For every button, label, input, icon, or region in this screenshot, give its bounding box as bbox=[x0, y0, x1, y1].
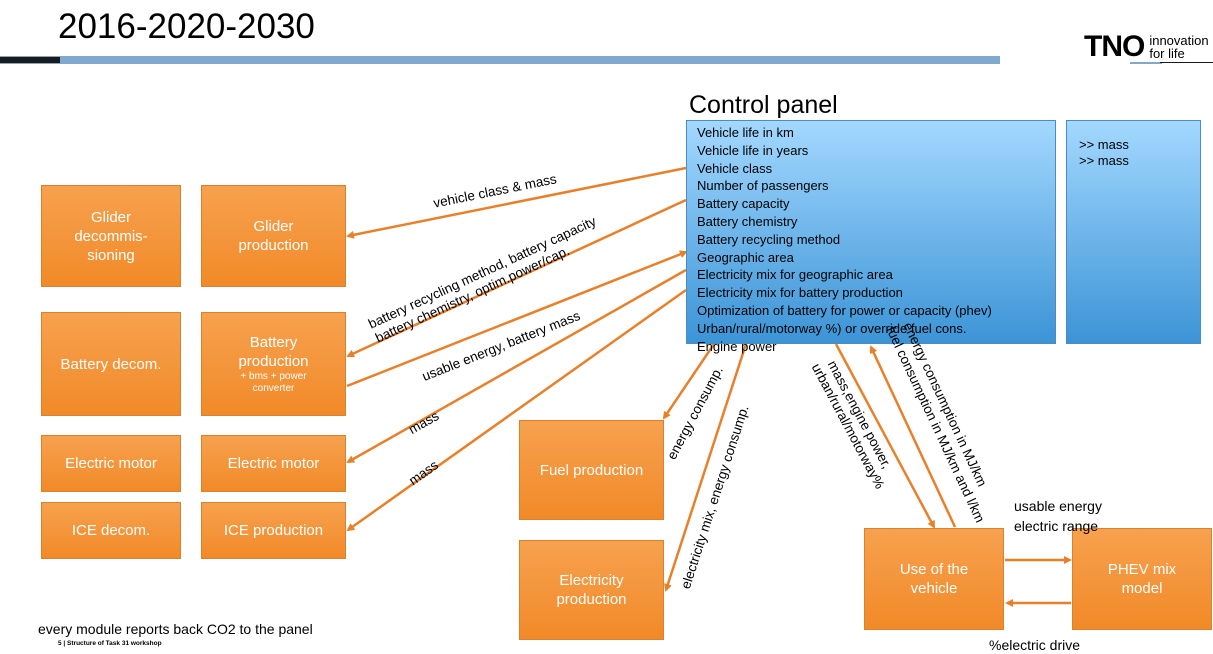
glider-decommissioning-box: Glider decommis-sioning bbox=[41, 185, 181, 287]
cp-item-electricity-mix-area: Electricity mix for geographic area bbox=[697, 267, 893, 283]
flow-label-electric-range: electric range bbox=[1014, 518, 1099, 534]
ice-decom-label: ICE decom. bbox=[71, 522, 151, 539]
arrow-mass-ice bbox=[346, 288, 687, 532]
control-panel-title: Control panel bbox=[689, 91, 838, 119]
cp-item-vehicle-life-km: Vehicle life in km bbox=[697, 125, 794, 140]
fuel-production-box: Fuel production bbox=[519, 420, 664, 520]
battery-production-label: Battery production bbox=[238, 334, 309, 370]
arrow-electricity-mix bbox=[664, 343, 748, 592]
electric-motor-decom-box: Electric motor bbox=[41, 435, 181, 492]
cp-item-vehicle-life-years: Vehicle life in years bbox=[697, 142, 809, 158]
ice-production-label: ICE production bbox=[223, 522, 324, 539]
electricity-production-label: Electricity production bbox=[556, 572, 627, 608]
arrow-energy-consumption bbox=[869, 345, 957, 528]
co2-note: every module reports back CO2 to the pan… bbox=[38, 621, 313, 637]
use-of-vehicle-label: Use of the vehicle bbox=[899, 561, 969, 597]
battery-production-box: Battery production + bms + power convert… bbox=[201, 312, 346, 416]
ice-decom-box: ICE decom. bbox=[41, 502, 181, 559]
tagline-line-1: innovation bbox=[1149, 33, 1209, 48]
cp-item-geographic-area: Geographic area bbox=[697, 249, 794, 265]
use-of-vehicle-box: Use of the vehicle bbox=[864, 528, 1004, 630]
cp-item-engine-power: Engine power bbox=[697, 338, 777, 354]
control-panel: Vehicle life in km Vehicle life in years… bbox=[686, 120, 1056, 354]
tagline-line-2: for life bbox=[1149, 46, 1185, 61]
electric-motor-label: Electric motor bbox=[227, 455, 320, 472]
tno-logo-mark: TNO bbox=[1084, 30, 1145, 63]
header-rule-left bbox=[0, 57, 60, 63]
slide-footer: 5 | Structure of Task 31 workshop bbox=[58, 640, 162, 647]
tno-logo-tagline: innovation for life bbox=[1149, 34, 1208, 60]
flow-label-usable-energy-phev: usable energy bbox=[1014, 498, 1102, 514]
arrow-energy-consump bbox=[662, 343, 716, 420]
arrow-battery-recycling bbox=[346, 198, 687, 358]
phev-mix-model-label: PHEV mix model bbox=[1107, 561, 1177, 597]
cp-item-battery-optimization: Optimization of battery for power or cap… bbox=[697, 302, 992, 318]
electricity-production-box: Electricity production bbox=[519, 540, 664, 640]
slide-title: 2016-2020-2030 bbox=[58, 7, 315, 46]
tno-logo: TNO innovation for life bbox=[1078, 32, 1213, 62]
ice-production-box: ICE production bbox=[201, 502, 346, 559]
cp-item-battery-chemistry: Battery chemistry bbox=[697, 213, 798, 229]
battery-production-note: + bms + power converter bbox=[240, 371, 307, 394]
phev-mix-model-box: PHEV mix model bbox=[1072, 528, 1212, 630]
glider-production-label: Glider production bbox=[238, 218, 309, 254]
cp-item-electricity-mix-battery: Electricity mix for battery production bbox=[697, 285, 903, 301]
glider-production-box: Glider production bbox=[201, 185, 346, 287]
control-panel-side: >> mass >> mass bbox=[1066, 120, 1201, 344]
battery-decom-label: Battery decom. bbox=[60, 355, 162, 373]
header-rule bbox=[0, 56, 1000, 64]
electric-motor-box: Electric motor bbox=[201, 435, 346, 492]
cp-item-passengers: Number of passengers bbox=[697, 178, 829, 194]
arrow-usable-energy bbox=[346, 250, 688, 388]
cp-item-vehicle-class: Vehicle class bbox=[697, 160, 773, 176]
cp-item-urban-rural: Urban/rural/motorway %) or override fuel… bbox=[697, 320, 967, 336]
arrow-vehicle-class bbox=[346, 166, 687, 239]
cp-item-battery-recycling: Battery recycling method bbox=[697, 231, 841, 247]
fuel-production-label: Fuel production bbox=[539, 461, 644, 479]
glider-decommissioning-label: Glider decommis-sioning bbox=[74, 208, 148, 264]
cp-item-battery-capacity: Battery capacity bbox=[697, 196, 790, 212]
electric-motor-decom-label: Electric motor bbox=[65, 455, 157, 472]
battery-decom-box: Battery decom. bbox=[41, 312, 181, 416]
arrow-mass-motor bbox=[346, 268, 687, 464]
arrow-mass-engine bbox=[834, 343, 936, 529]
cp-side-item-2: >> mass bbox=[1079, 153, 1129, 168]
flow-label-electric-drive: %electric drive bbox=[989, 637, 1081, 653]
cp-side-item-1: >> mass bbox=[1079, 137, 1129, 152]
